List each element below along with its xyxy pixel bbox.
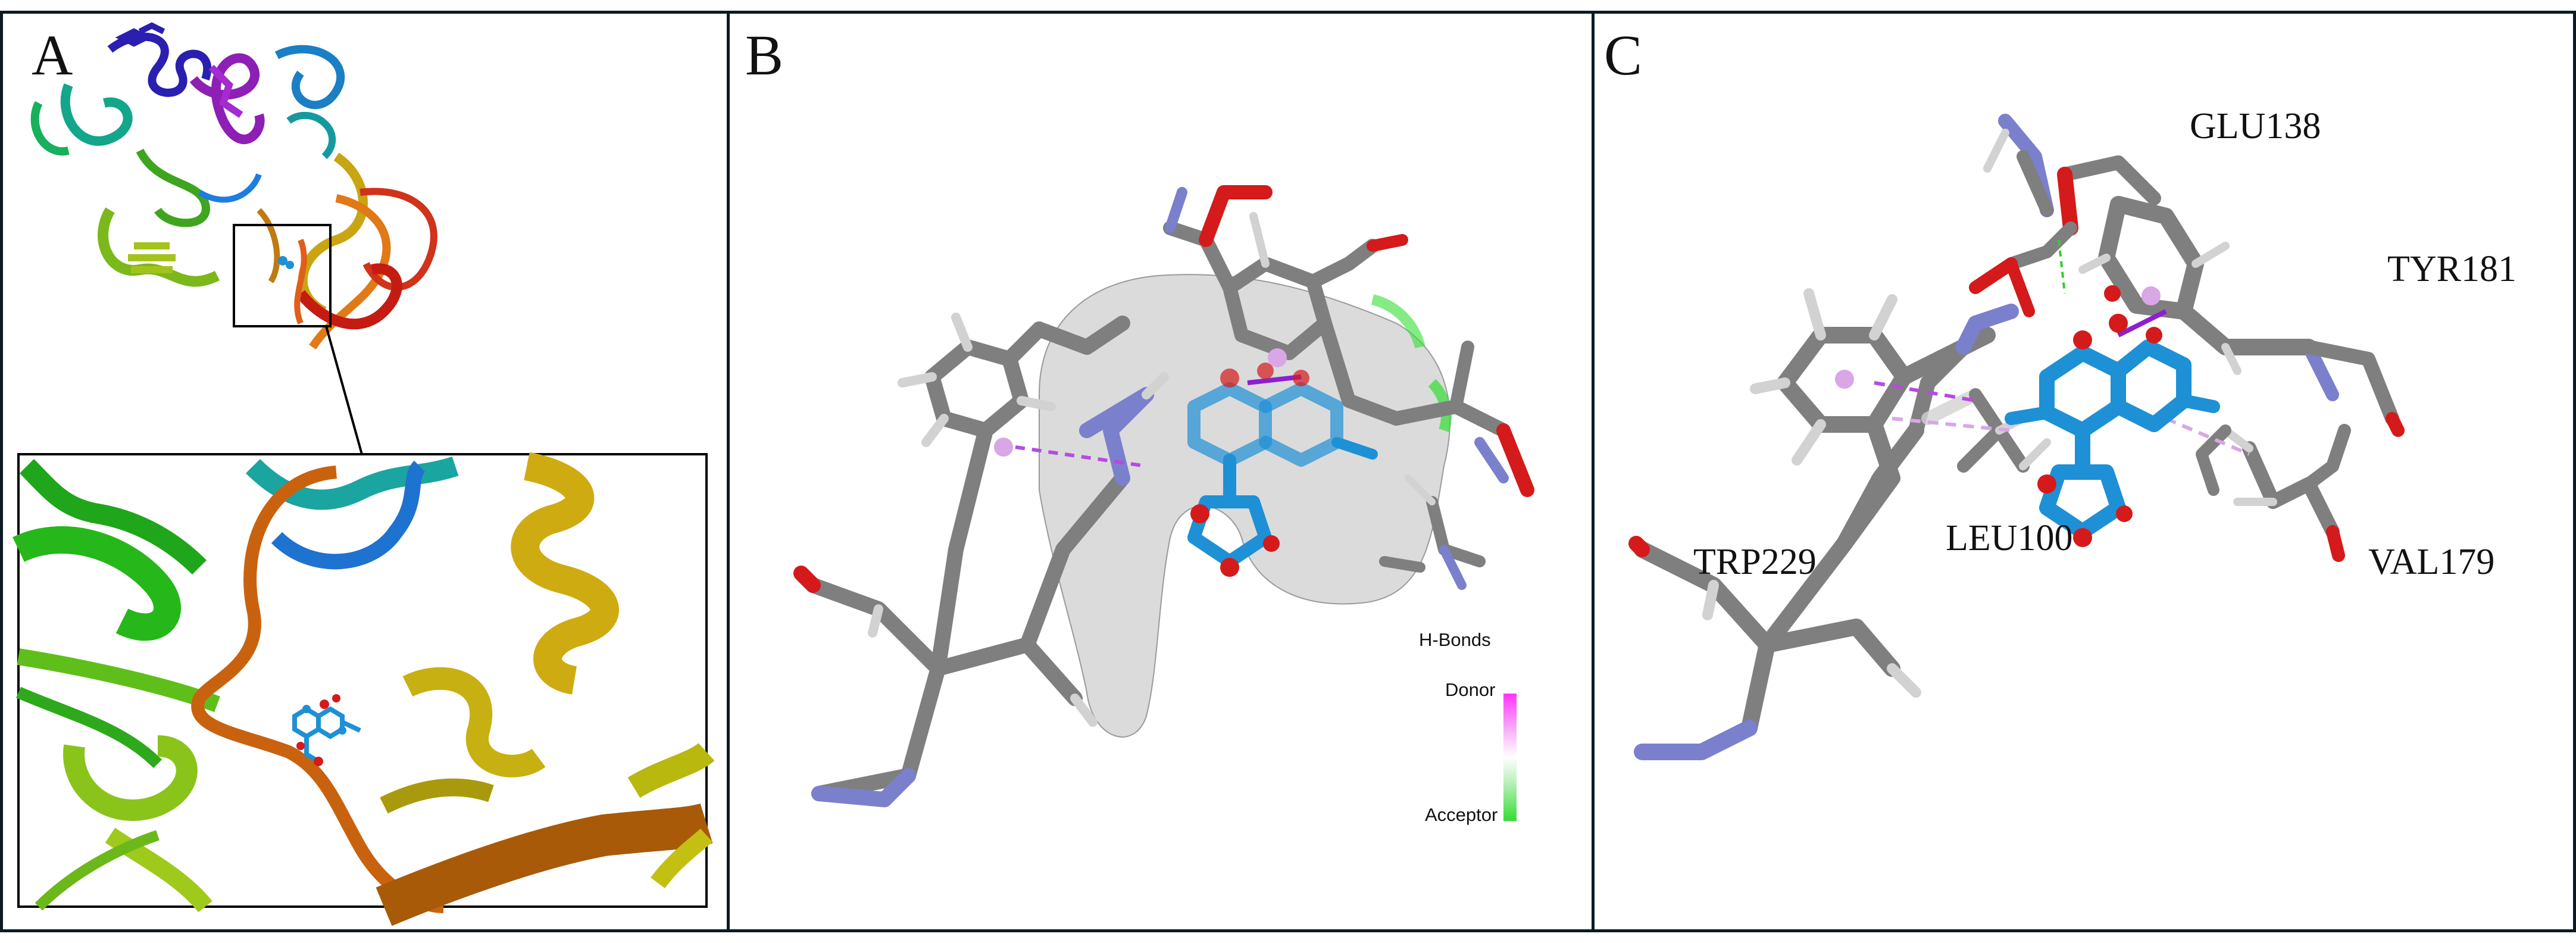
legend-acceptor-label: Acceptor <box>1425 804 1498 825</box>
pi-interaction-line <box>1015 445 1147 468</box>
legend-title: H-Bonds <box>1419 629 1491 650</box>
protein-ribbon-overview <box>30 22 437 349</box>
residue-label-leu100: LEU100 <box>1946 518 2073 558</box>
legend-gradient-bar <box>1503 694 1517 821</box>
zoom-box <box>233 224 332 327</box>
binding-pocket-surface-graphic <box>793 185 1534 807</box>
residue-label-tyr181: TYR181 <box>2387 249 2516 289</box>
alkyl-interaction-leu <box>1892 417 2012 432</box>
pi-center-tyr <box>2142 286 2161 305</box>
pi-center-top <box>1268 348 1287 367</box>
ligand-b <box>1187 363 1378 577</box>
residue-label-trp229: TRP229 <box>1693 542 1817 582</box>
pi-interaction-tyr <box>2117 309 2167 338</box>
pi-interaction-line-2 <box>1247 374 1302 385</box>
zoom-inset-ribbons <box>12 452 715 926</box>
residue-label-glu138: GLU138 <box>2190 106 2321 146</box>
interaction-detail-graphic <box>1628 114 2405 760</box>
panel-a: A <box>0 11 730 932</box>
residue-label-val179: VAL179 <box>2368 542 2495 582</box>
pi-center-trp <box>1835 370 1854 389</box>
hbond-glu <box>2058 239 2066 294</box>
protein-overview-graphic <box>12 22 715 926</box>
panel-b: B <box>727 11 1595 932</box>
panel-b-letter: B <box>745 23 784 87</box>
panel-a-letter: A <box>32 23 73 87</box>
residue-sticks-c <box>1628 114 2405 760</box>
pi-center-left <box>994 438 1013 457</box>
ligand-c <box>2005 285 2220 547</box>
zoom-connector <box>325 326 363 455</box>
panel-c-letter: C <box>1604 23 1643 87</box>
residue-sticks-b <box>793 185 1534 807</box>
alkyl-interaction-val <box>2165 417 2250 456</box>
panel-c: C <box>1592 11 2576 932</box>
legend-donor-label: Donor <box>1445 679 1496 700</box>
ligand-inset <box>292 694 361 766</box>
